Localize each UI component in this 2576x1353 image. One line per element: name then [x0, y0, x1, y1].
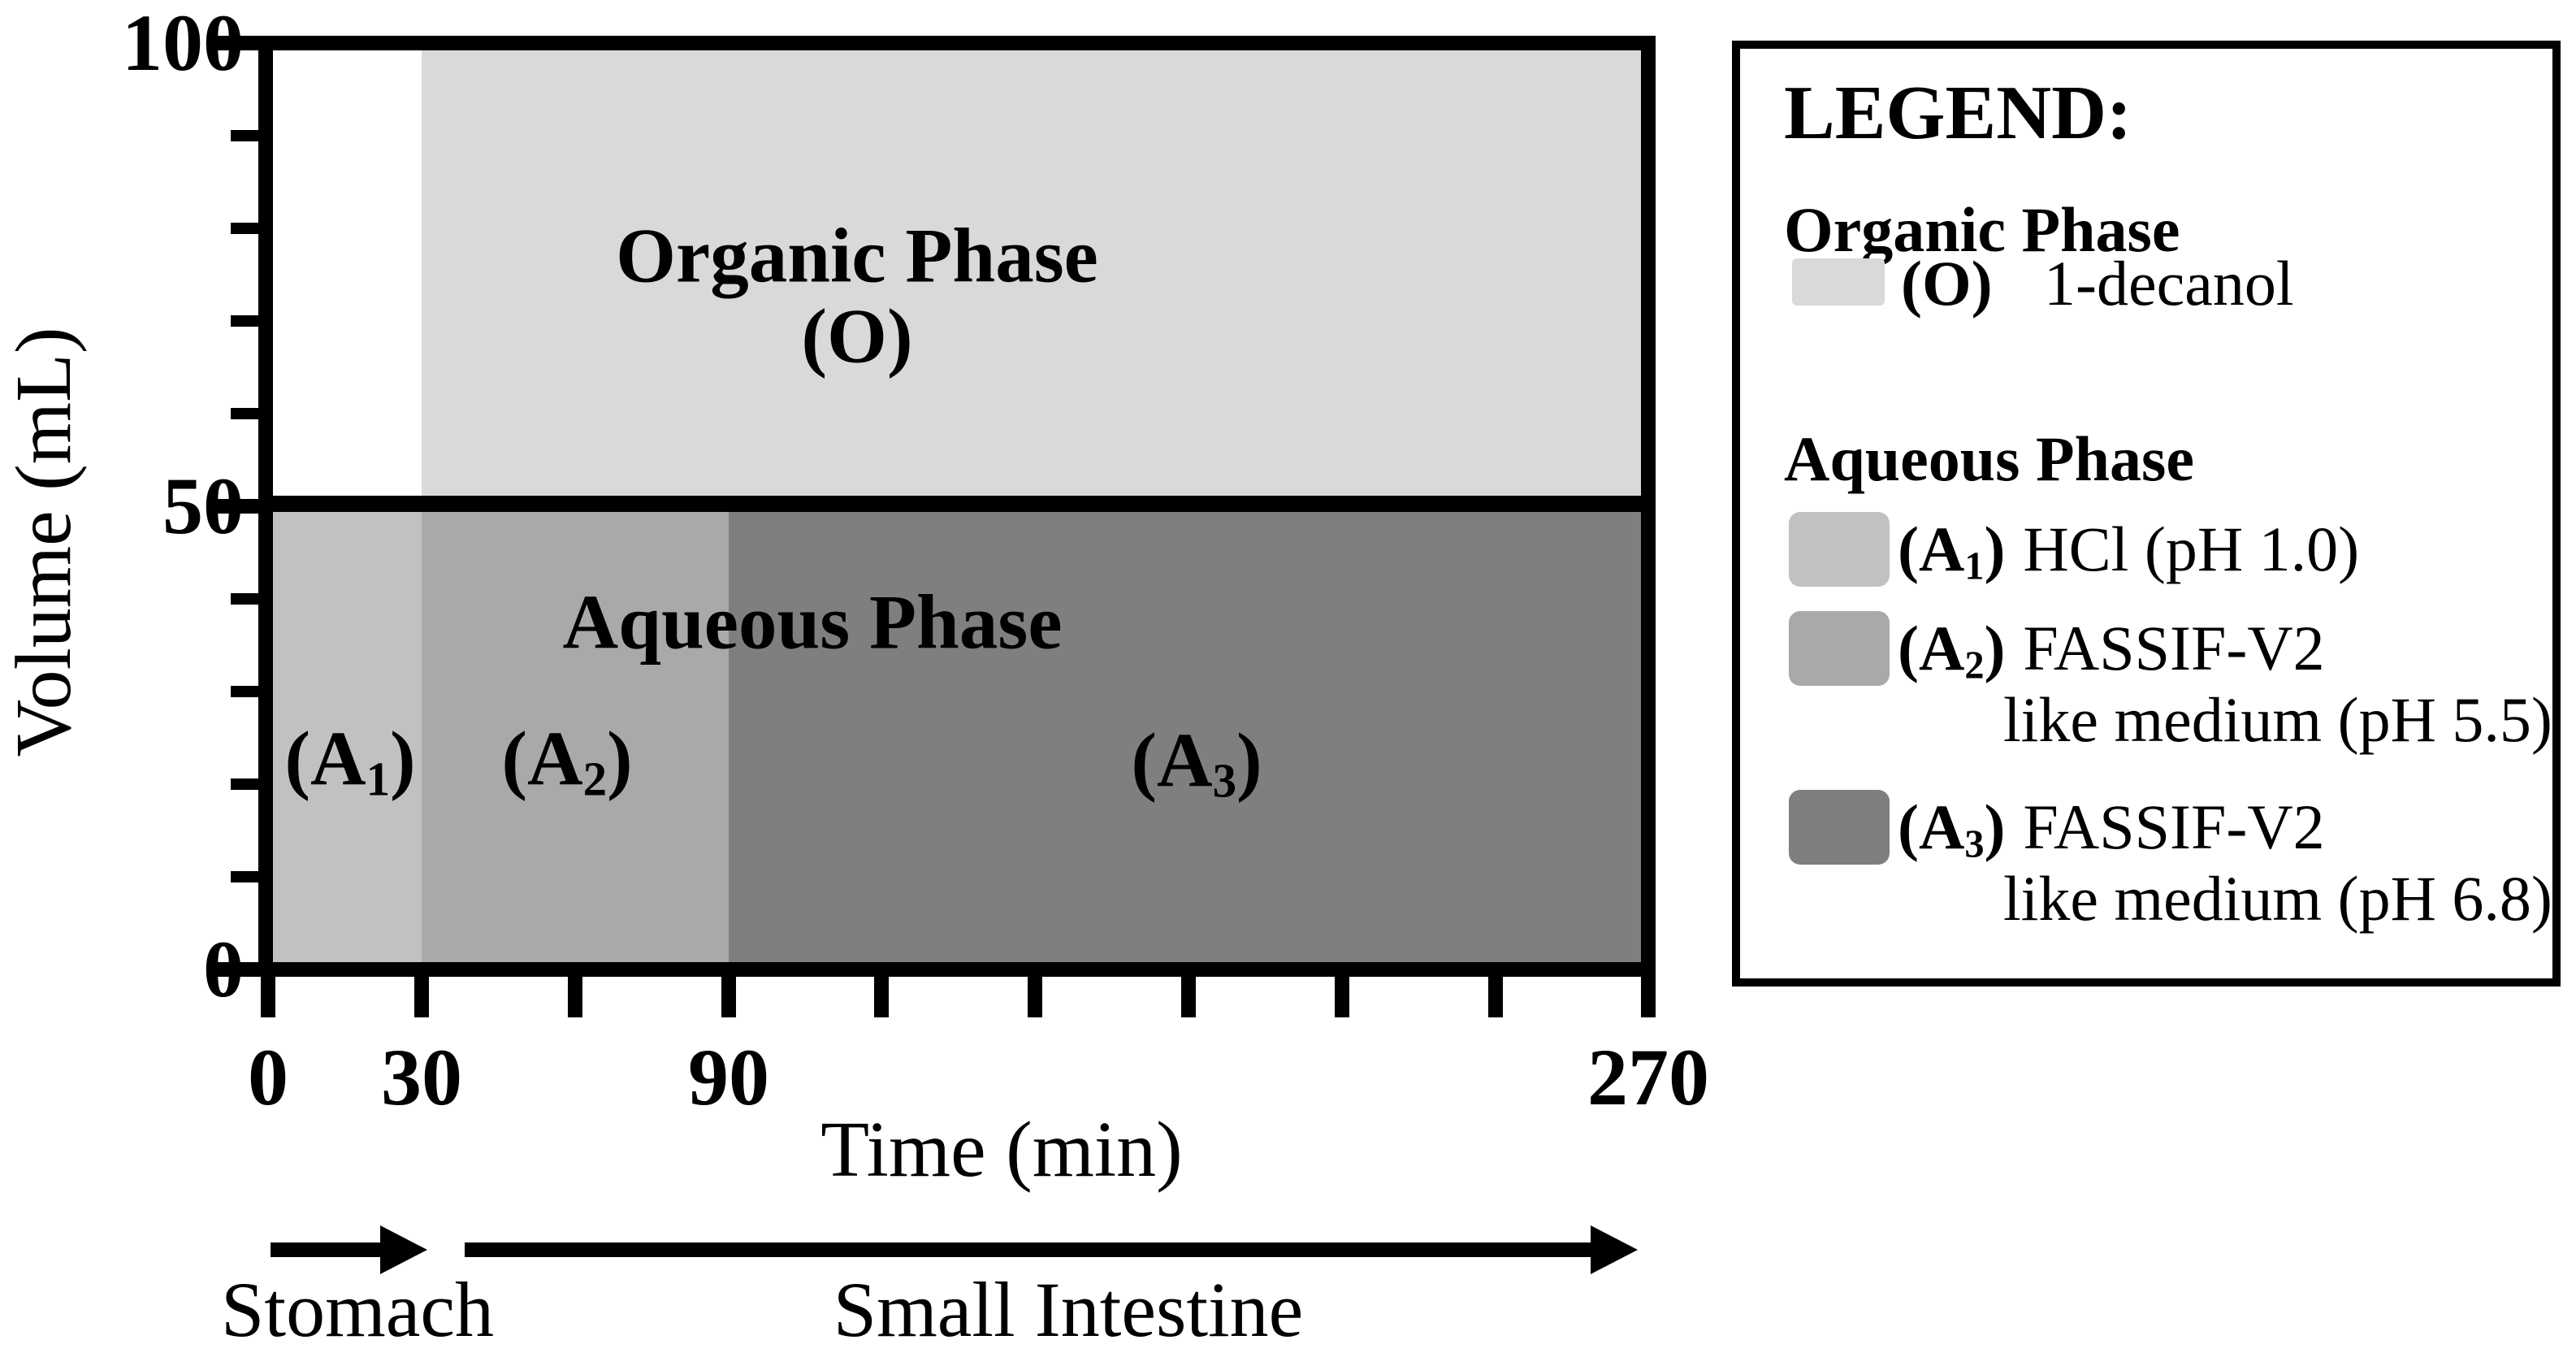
legend: LEGEND: Organic Phase (O) 1-decanol Aque… — [1732, 41, 2561, 987]
phase-interface-line — [273, 496, 1641, 512]
y-tick-label-0: 0 — [203, 924, 244, 1014]
legend-a3-medium-line2: like medium (pH 6.8) — [2003, 863, 2552, 934]
stomach-arrow-head-icon — [380, 1225, 427, 1274]
x-tick-90 — [721, 977, 736, 1017]
y-tick-70 — [231, 315, 258, 327]
a3-region-label: (A3) — [1131, 722, 1262, 804]
aqueous-a1-region — [273, 512, 422, 962]
pre-organic-empty-region — [273, 50, 422, 496]
x-tick-label-90: 90 — [688, 1032, 769, 1122]
y-tick-80 — [231, 223, 258, 234]
x-tick-240 — [1488, 977, 1503, 1017]
x-tick-180 — [1181, 977, 1196, 1017]
x-axis-title: Time (min) — [820, 1106, 1183, 1194]
y-tick-50 — [216, 499, 258, 514]
a1-label-sub: 1 — [366, 752, 391, 806]
a2-label-pre: (A — [501, 715, 583, 802]
a2-label-post: ) — [607, 715, 633, 802]
stomach-arrow — [271, 1242, 384, 1257]
a3-label-sub: 3 — [1212, 754, 1237, 808]
x-tick-label-270: 270 — [1587, 1032, 1709, 1122]
legend-organic-medium: 1-decanol — [2044, 248, 2294, 319]
legend-swatch-organic — [1792, 258, 1885, 306]
aqueous-a3-region — [729, 512, 1641, 962]
legend-a2-medium-line2: like medium (pH 5.5) — [2003, 684, 2552, 755]
organic-phase-region — [422, 50, 1641, 496]
a1-label-post: ) — [390, 715, 416, 802]
y-tick-100 — [216, 36, 258, 50]
small-intestine-label: Small Intestine — [833, 1266, 1304, 1353]
x-tick-120 — [874, 977, 889, 1017]
plot-area: Organic Phase (O) Aqueous Phase (A1) (A2… — [258, 36, 1656, 977]
x-tick-210 — [1335, 977, 1349, 1017]
a3-label-pre: (A — [1131, 717, 1213, 804]
legend-swatch-a3 — [1789, 790, 1890, 865]
small-intestine-arrow — [465, 1242, 1594, 1257]
a2-region-label: (A2) — [501, 720, 632, 803]
legend-a3-code: (A3) — [1898, 791, 2006, 866]
a3-label-post: ) — [1236, 717, 1262, 804]
y-axis-title: Volume (mL) — [0, 327, 88, 757]
y-tick-label-50: 50 — [162, 461, 244, 551]
y-tick-10 — [231, 871, 258, 882]
x-tick-270 — [1641, 977, 1656, 1017]
a1-region-label: (A1) — [284, 720, 415, 803]
y-tick-90 — [231, 130, 258, 141]
legend-aqueous-heading: Aqueous Phase — [1784, 423, 2194, 494]
aqueous-phase-label: Aqueous Phase — [562, 579, 1063, 666]
legend-organic-code: (O) — [1901, 248, 1993, 319]
stomach-label: Stomach — [221, 1266, 494, 1353]
legend-a2-code: (A2) — [1898, 613, 2006, 687]
y-tick-40 — [231, 593, 258, 605]
y-tick-30 — [231, 686, 258, 697]
legend-a3-medium-line1: FASSIF-V2 — [2023, 791, 2325, 862]
x-tick-label-0: 0 — [248, 1032, 288, 1122]
x-tick-0 — [261, 977, 275, 1017]
legend-a1-medium: HCl (pH 1.0) — [2023, 514, 2360, 584]
organic-phase-label: Organic Phase — [616, 212, 1098, 299]
organic-phase-code-label: (O) — [801, 293, 913, 379]
legend-a2-medium-line1: FASSIF-V2 — [2023, 613, 2325, 683]
x-tick-150 — [1028, 977, 1042, 1017]
legend-swatch-a1 — [1789, 512, 1890, 587]
a1-label-pre: (A — [284, 715, 366, 802]
y-tick-20 — [231, 778, 258, 790]
a2-label-sub: 2 — [582, 752, 608, 806]
legend-a2-entry-line1: (A2)FASSIF-V2 — [1898, 617, 2325, 686]
legend-a1-code: (A1) — [1898, 514, 2006, 588]
x-tick-label-30: 30 — [381, 1032, 462, 1122]
y-tick-60 — [231, 408, 258, 419]
legend-title: LEGEND: — [1784, 71, 2132, 155]
x-tick-60 — [568, 977, 582, 1017]
aqueous-a2-region — [422, 512, 729, 962]
x-tick-30 — [414, 977, 429, 1017]
small-intestine-arrow-head-icon — [1591, 1225, 1638, 1274]
legend-swatch-a2 — [1789, 611, 1890, 686]
legend-a1-entry: (A1)HCl (pH 1.0) — [1898, 518, 2359, 587]
legend-organic-heading: Organic Phase — [1784, 194, 2180, 265]
y-tick-label-100: 100 — [122, 0, 244, 88]
y-tick-0 — [216, 962, 258, 977]
legend-a3-entry-line1: (A3)FASSIF-V2 — [1898, 796, 2325, 865]
